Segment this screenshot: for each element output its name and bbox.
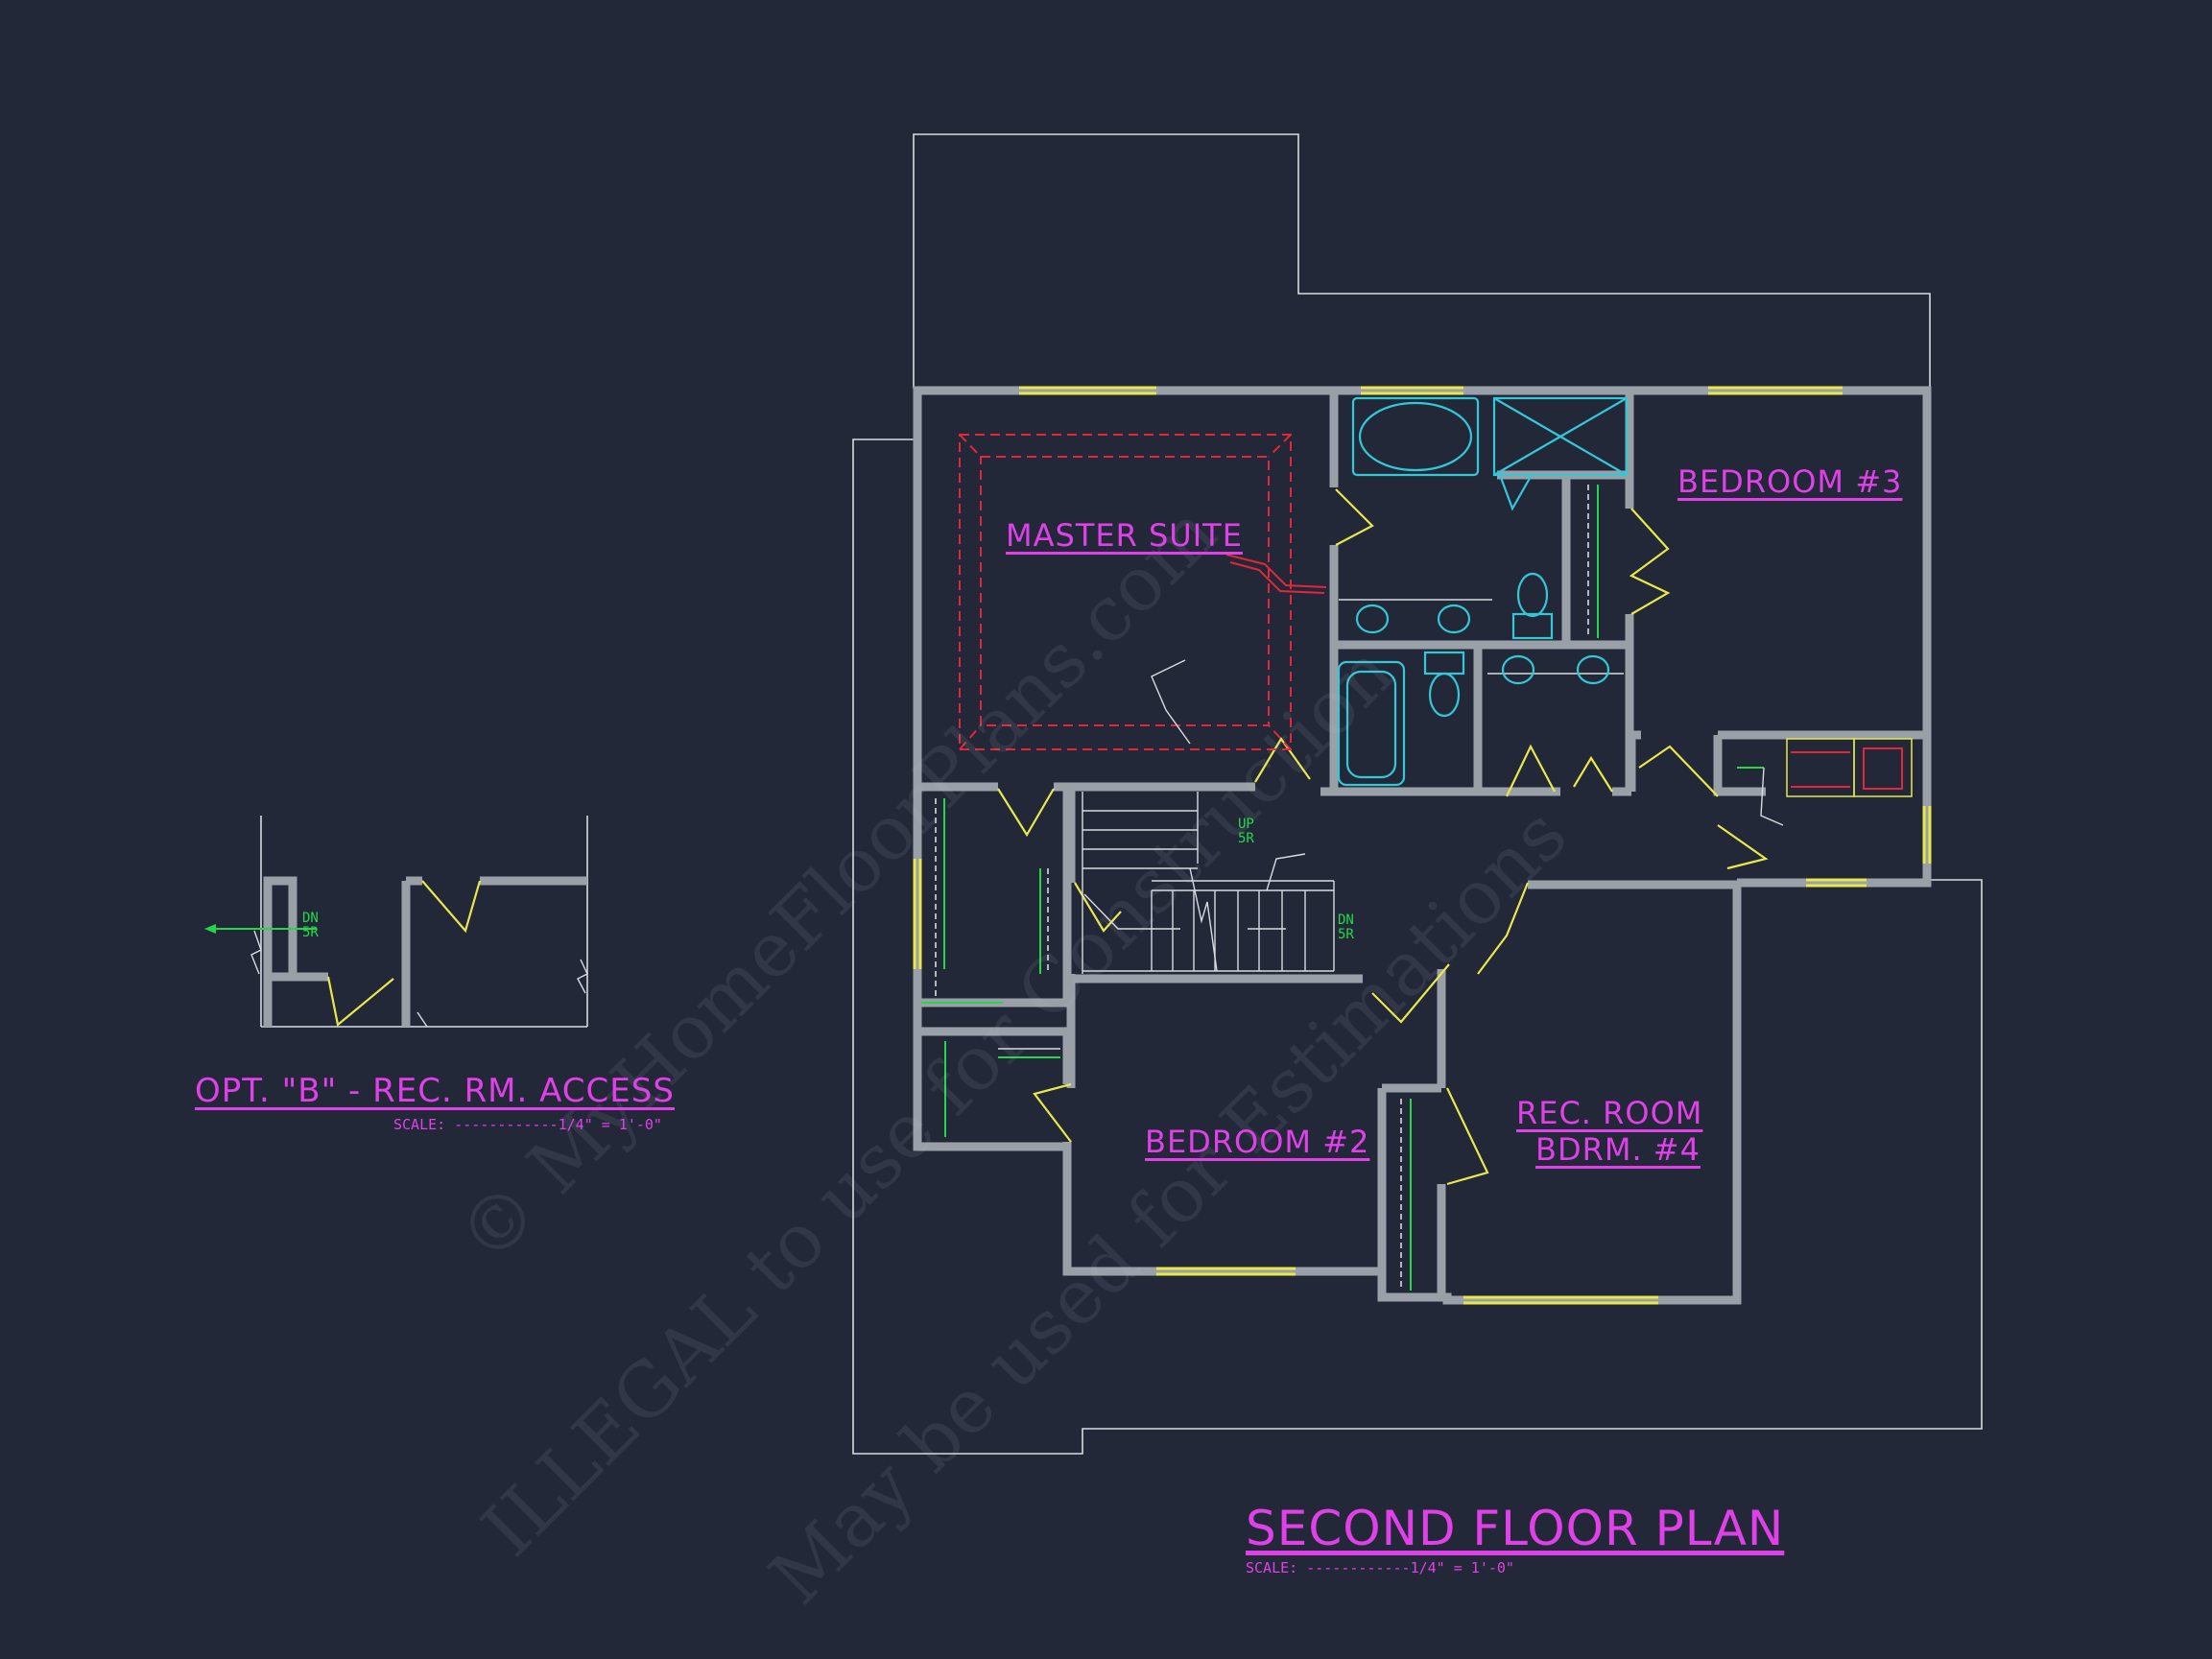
option-b-title: OPT. "B" - REC. RM. ACCESS (195, 1072, 675, 1110)
closet-shelving (921, 485, 1599, 1291)
stair-note-dn: DN 5R (1338, 912, 1354, 942)
option-b-detail (204, 816, 588, 1028)
interior-walls (917, 391, 1927, 1300)
tray-ceiling (959, 434, 1327, 750)
laundry-appliances (1737, 738, 1913, 826)
room-label-bedroom-3: BEDROOM #3 (1677, 463, 1903, 500)
plan-title: SECOND FLOOR PLAN (1246, 1501, 1785, 1556)
room-label-master-suite: MASTER SUITE (1006, 517, 1243, 554)
option-b-stair-note: DN 5R (302, 911, 319, 940)
stair-note-up: UP 5R (1238, 817, 1254, 846)
option-b-scale: SCALE: ------------1/4" = 1'-0" (393, 1116, 662, 1133)
room-label-bedroom-2: BEDROOM #2 (1145, 1124, 1370, 1160)
plan-scale: SCALE: ------------1/4" = 1'-0" (1246, 1559, 1514, 1576)
roof-outline (852, 133, 1983, 1455)
bath-fixtures (1337, 396, 1629, 787)
room-label-rec-room: REC. ROOM (1516, 1095, 1703, 1131)
stairs (1082, 792, 1335, 974)
windows (913, 386, 1932, 1305)
room-label-bdrm-4: BDRM. #4 (1535, 1131, 1701, 1168)
doors (997, 488, 1769, 1186)
